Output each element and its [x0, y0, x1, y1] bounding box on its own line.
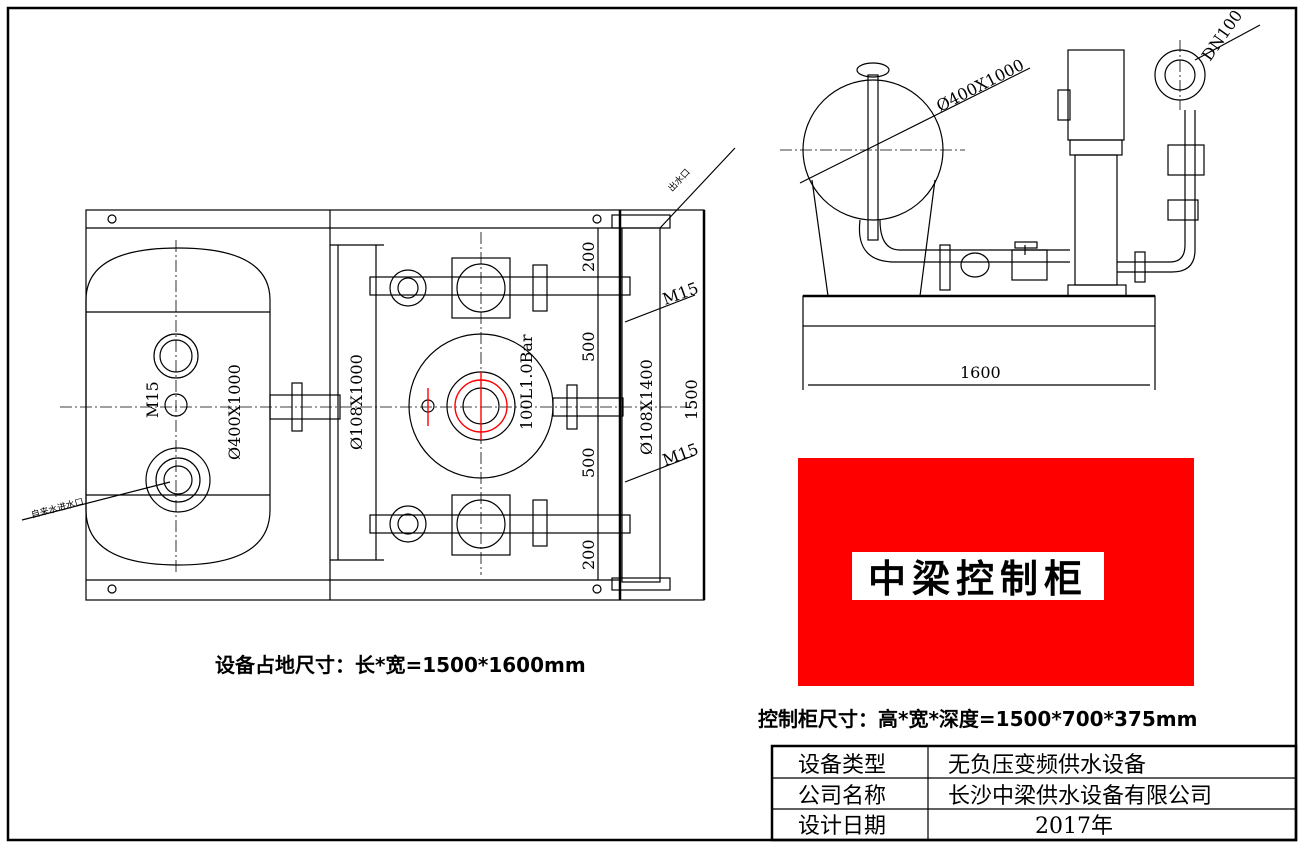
base-frame: [85, 209, 705, 601]
cabinet-caption: 控制柜尺寸：高*宽*深度=1500*700*375mm: [758, 707, 1197, 731]
outlet-label: 出水口: [665, 166, 692, 194]
title-key-type: 设备类型: [798, 753, 886, 778]
cabinet-nameplate: [852, 552, 1104, 600]
dn100-label: DN100: [1198, 6, 1246, 64]
dim-200-bottom: 200: [579, 539, 598, 570]
title-key-company: 公司名称: [798, 784, 886, 809]
anchor-bolt-icons: [107, 214, 602, 594]
title-value-type: 无负压变频供水设备: [948, 753, 1146, 778]
sheet-border: [6, 6, 1298, 842]
title-value-company: 长沙中梁供水设备有限公司: [948, 784, 1212, 809]
control-cabinet: 中梁控制柜 控制柜尺寸：高*宽*深度=1500*700*375mm: [758, 458, 1197, 731]
m15-bottom-label: M15: [660, 439, 701, 469]
footprint-caption: 设备占地尺寸：长*宽=1500*1600mm: [215, 653, 586, 677]
dim-1600: 1600: [960, 363, 1001, 382]
plan-view: Ø400X1000 M15 自来水进水口 Ø108X1000: [21, 147, 736, 677]
inlet-label: 自来水进水口: [30, 495, 85, 521]
cabinet-name: 中梁控制柜: [868, 556, 1088, 601]
base-skid: [802, 295, 1156, 327]
manifold-left-label: Ø108X1000: [347, 354, 366, 450]
title-block: 设备类型 无负压变频供水设备 公司名称 长沙中梁供水设备有限公司 设计日期 20…: [770, 744, 1298, 842]
title-value-date: 2017年: [1035, 814, 1113, 839]
dim-500-bottom: 500: [579, 447, 598, 478]
dim-500-top: 500: [579, 331, 598, 362]
side-tank-label: Ø400X1000: [933, 55, 1027, 115]
dim-200-top: 200: [579, 241, 598, 272]
vessel-label: 100L1.0Bar: [517, 334, 536, 430]
manifold-right-label: Ø108X1400: [637, 359, 656, 455]
dim-1500: 1500: [682, 379, 701, 420]
pump-motor: [1067, 49, 1125, 141]
side-view: 1600 Ø400X1000 DN100: [780, 6, 1261, 390]
m15-label: M15: [143, 381, 162, 418]
tank-size-label: Ø400X1000: [225, 364, 244, 460]
title-key-date: 设计日期: [798, 814, 886, 839]
tank-outline: [85, 247, 271, 566]
m15-top-label: M15: [660, 278, 701, 308]
